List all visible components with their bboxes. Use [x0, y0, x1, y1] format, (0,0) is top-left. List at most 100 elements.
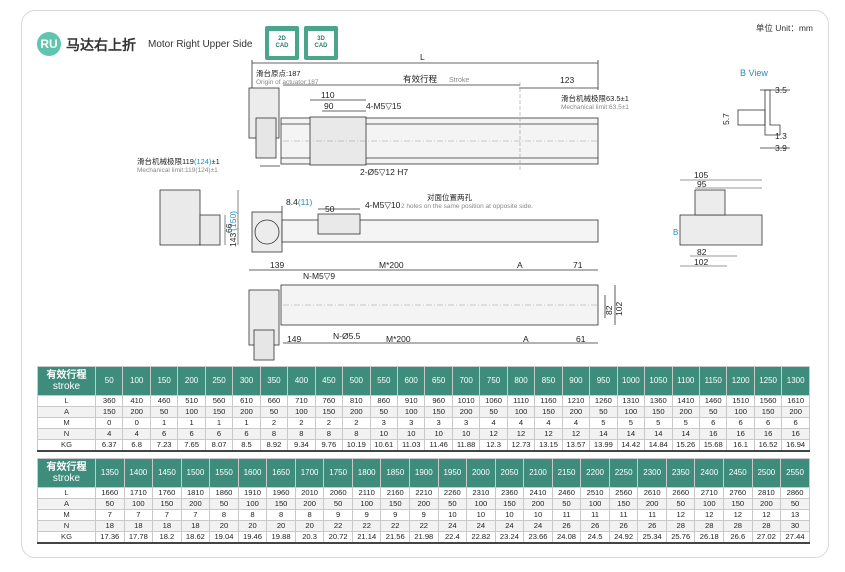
table-cell: 9: [351, 509, 382, 521]
hole-4m5-10: 4-M5▽10: [365, 200, 401, 210]
stroke-value: 700: [451, 366, 481, 396]
table-cell: 1: [232, 417, 261, 429]
table-cell: 150: [644, 406, 673, 418]
stroke-value: 1500: [180, 458, 211, 488]
table-cell: 2110: [351, 487, 382, 499]
table-cell: 3: [451, 417, 481, 429]
b-view-title: B View: [740, 68, 768, 78]
stroke-value: 2000: [466, 458, 496, 488]
table-cell: 2160: [380, 487, 411, 499]
dim-61: 61: [576, 334, 586, 344]
table-cell: 150: [753, 406, 783, 418]
mech-limit-left-cn: 滑台机械极限119(124)±1: [137, 156, 220, 166]
table-cell: 7: [95, 509, 125, 521]
table-cell: 200: [637, 498, 667, 510]
table-cell: 460: [149, 395, 179, 407]
table-cell: 11: [580, 509, 610, 521]
table-cell: 2: [287, 417, 316, 429]
table-cell: 7.65: [177, 439, 206, 452]
cad-2d-sublabel: CAD: [275, 43, 289, 49]
table-cell: 3: [369, 417, 398, 429]
table-cell: 660: [259, 395, 289, 407]
cad-3d-label: 3D: [317, 36, 325, 42]
stroke-value: 200: [177, 366, 206, 396]
table-cell: 16: [698, 428, 728, 440]
dim-102-end: 102: [694, 257, 708, 267]
bview-5-7: 5.7: [721, 113, 731, 125]
table-cell: 4: [479, 417, 508, 429]
stroke-value: 800: [506, 366, 536, 396]
stroke-value: 2400: [694, 458, 725, 488]
stroke-value: 750: [479, 366, 508, 396]
hole-4m5-15: 4-M5▽15: [366, 101, 402, 111]
table-cell: 200: [342, 406, 371, 418]
table-cell: 760: [314, 395, 344, 407]
stroke-en: Stroke: [449, 77, 469, 84]
table-cell: 9: [380, 509, 411, 521]
row-label: A: [37, 406, 96, 418]
stroke-header-cn: 有效行程: [46, 462, 87, 473]
table-cell: 100: [616, 406, 646, 418]
table-cell: 19.88: [266, 531, 296, 544]
table-cell: 10: [396, 428, 426, 440]
table-cell: 2260: [437, 487, 468, 499]
hole-nm5: N-M5▽9: [303, 271, 335, 281]
table-cell: 150: [534, 406, 563, 418]
table-cell: 1710: [123, 487, 154, 499]
table-cell: 150: [494, 498, 525, 510]
table-cell: 200: [451, 406, 481, 418]
table-cell: 50: [551, 498, 582, 510]
table-cell: 100: [123, 498, 154, 510]
table-cell: 15.26: [671, 439, 700, 452]
bview-3-9: 3.9: [775, 143, 787, 153]
table-cell: 1910: [237, 487, 268, 499]
cad-3d-sublabel: CAD: [314, 43, 328, 49]
table-cell: 2: [314, 417, 344, 429]
dim-m200-bot: M*200: [386, 334, 411, 344]
table-cell: 18: [152, 520, 182, 532]
b-arrow-label: B: [673, 228, 678, 237]
table-cell: 2360: [494, 487, 525, 499]
table-cell: 150: [266, 498, 296, 510]
stroke-value: 1100: [671, 366, 700, 396]
table-cell: 1660: [95, 487, 125, 499]
stroke-value: 1550: [209, 458, 239, 488]
table-cell: 8: [294, 509, 325, 521]
table-cell: 10.19: [342, 439, 371, 452]
table-cell: 20: [209, 520, 239, 532]
table-cell: 1260: [589, 395, 618, 407]
table-cell: 2010: [294, 487, 325, 499]
table-cell: 960: [424, 395, 453, 407]
table-cell: 14: [616, 428, 646, 440]
table-cell: 25.34: [637, 531, 667, 544]
stroke-value: 1750: [323, 458, 353, 488]
table-cell: 200: [294, 498, 325, 510]
stroke-value: 300: [232, 366, 261, 396]
stroke-value: 350: [259, 366, 289, 396]
table-cell: 3: [396, 417, 426, 429]
table-cell: 28: [694, 520, 725, 532]
table-cell: 27.44: [780, 531, 810, 544]
table-cell: 12: [561, 428, 591, 440]
stroke-value: 450: [314, 366, 344, 396]
table-cell: 28: [723, 520, 753, 532]
dim-95: 95: [697, 179, 707, 189]
table-cell: 22.4: [437, 531, 468, 544]
stroke-value: 650: [424, 366, 453, 396]
table-cell: 26.6: [723, 531, 753, 544]
table-cell: 12: [665, 509, 696, 521]
row-label: L: [37, 487, 96, 499]
table-cell: 0: [94, 417, 124, 429]
table-cell: 510: [177, 395, 206, 407]
table-cell: 4: [94, 428, 124, 440]
table-cell: 12: [723, 509, 753, 521]
unit-label: 单位 Unit：mm: [755, 23, 813, 33]
table-cell: 12: [694, 509, 725, 521]
row-label: KG: [37, 531, 96, 544]
